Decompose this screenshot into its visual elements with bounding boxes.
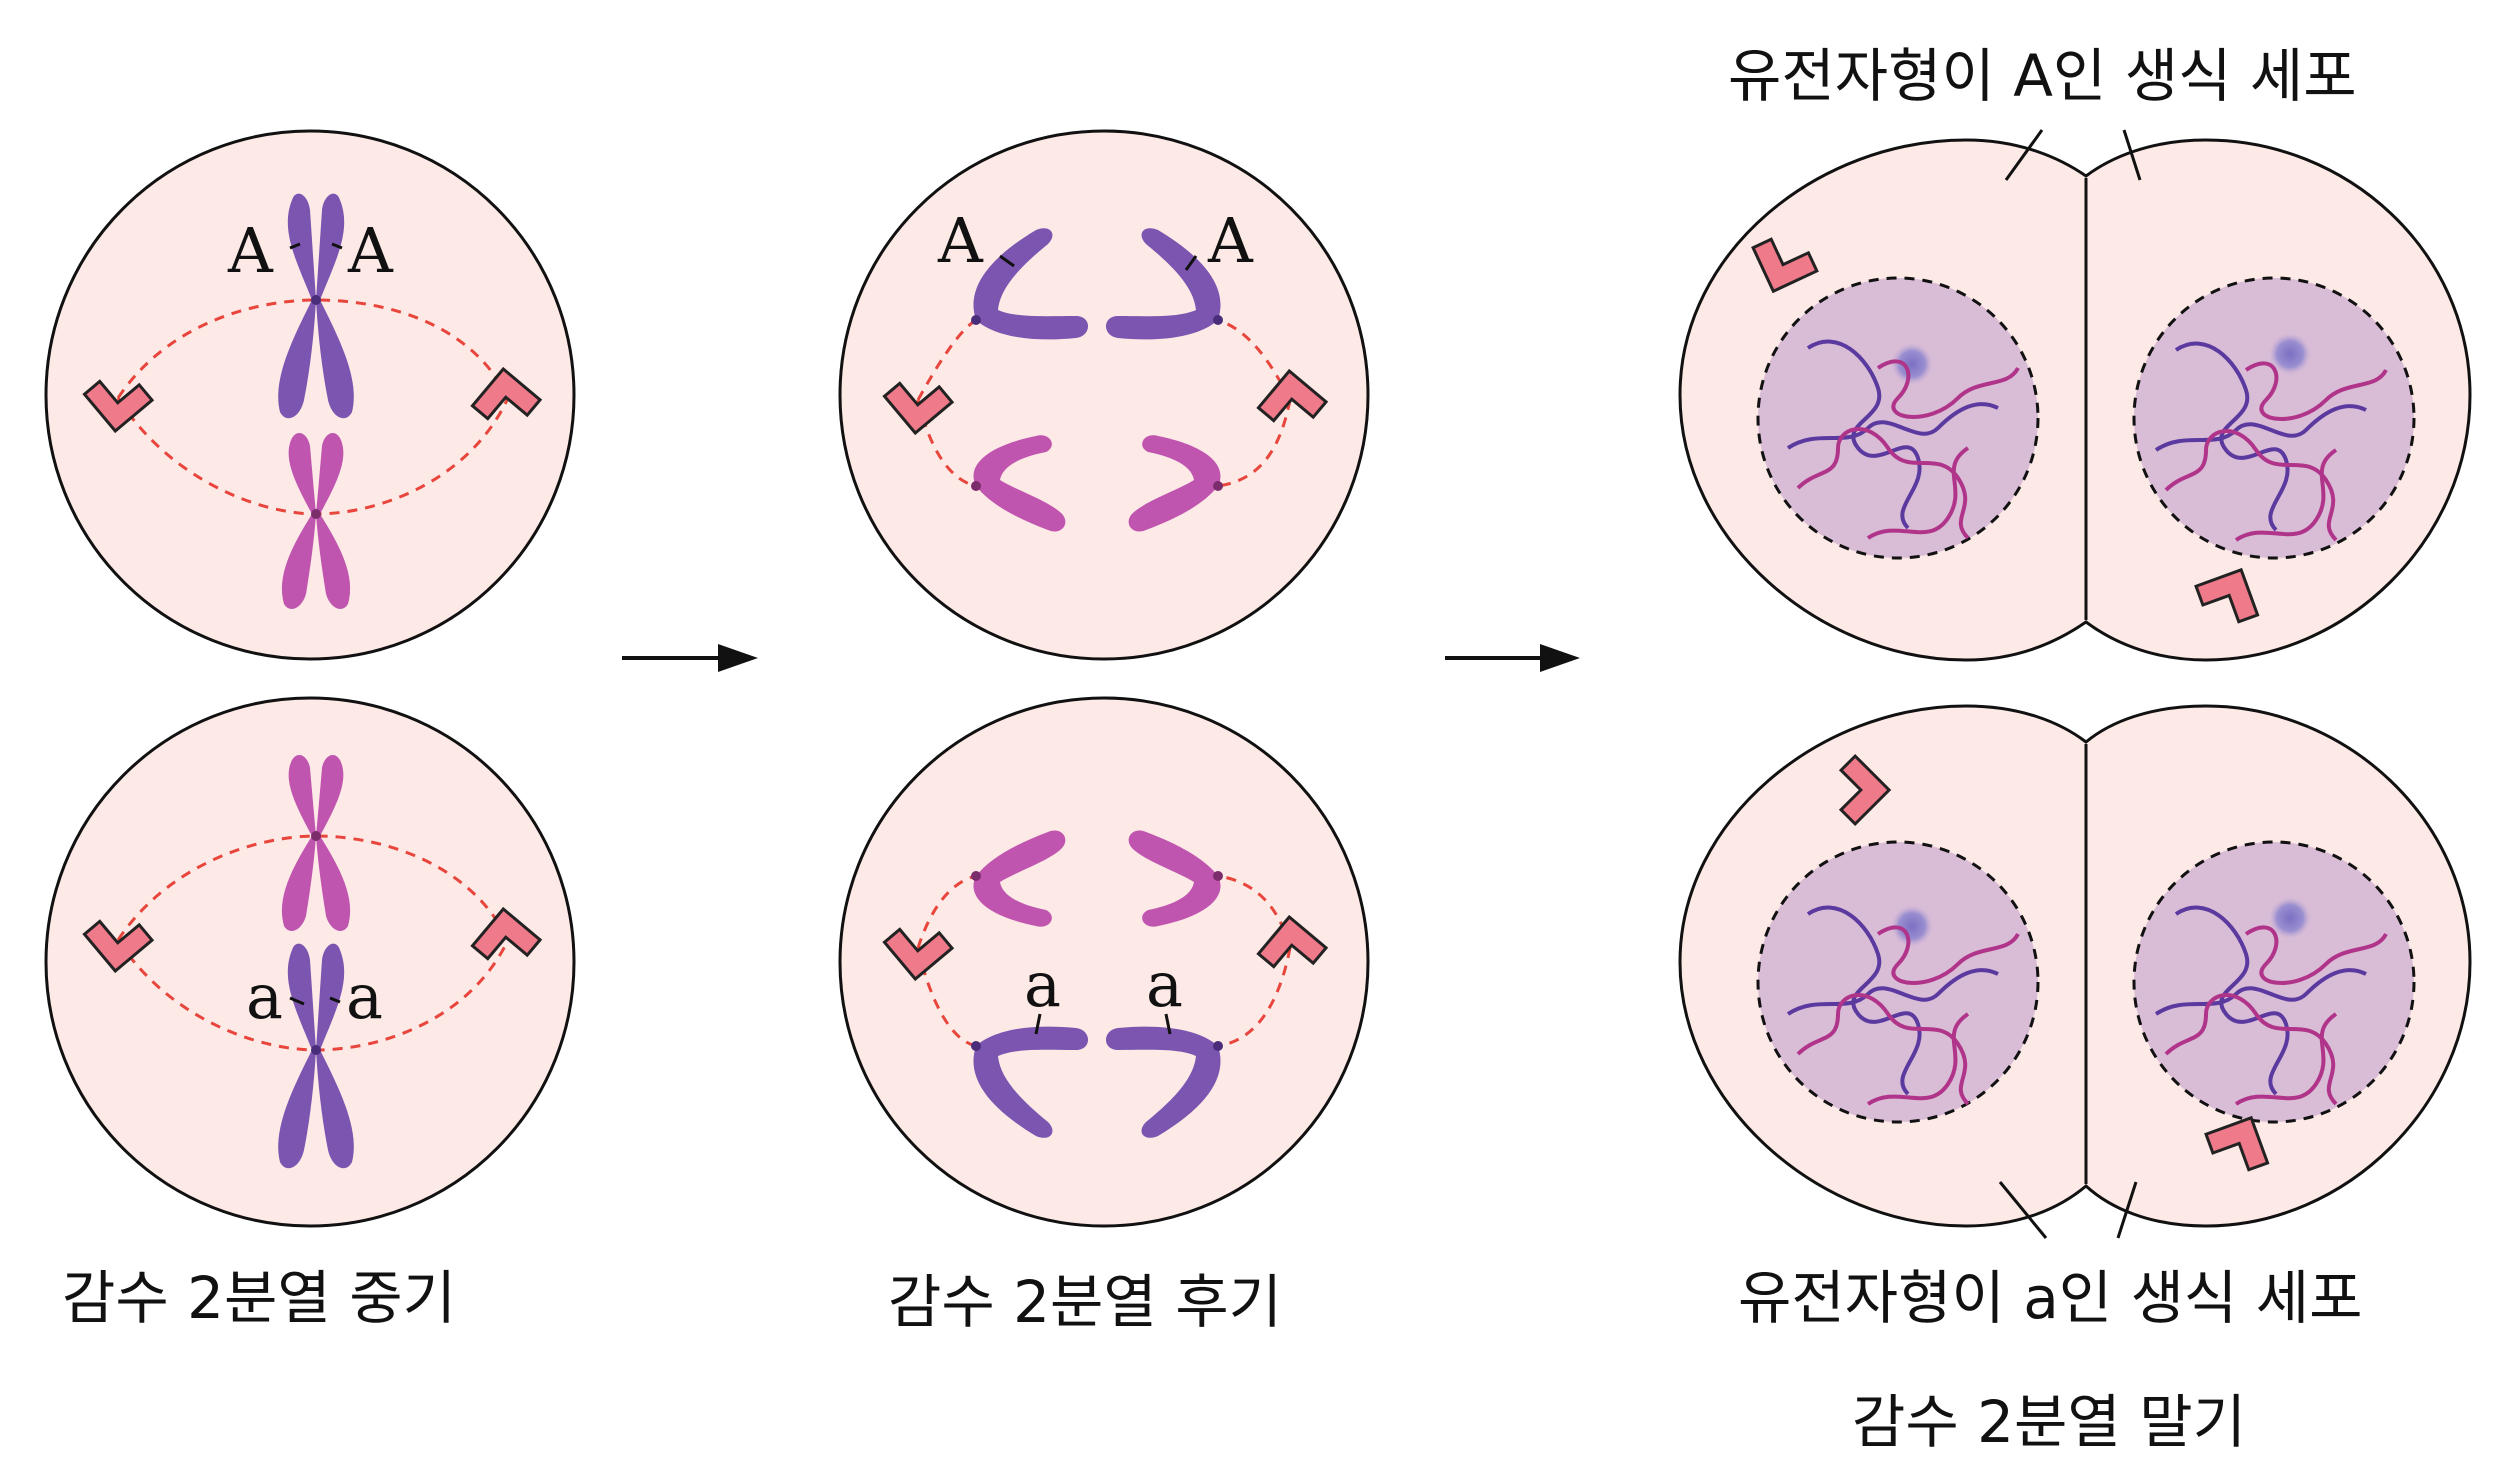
gene-a-right-metaphase: a: [346, 960, 383, 1033]
cell-label-genotype-A: 유전자형이 A인 생식 세포: [1728, 42, 2357, 110]
stage-label-metaphase2: 감수 2분열 중기: [62, 1264, 456, 1332]
stage-label-anaphase2: 감수 2분열 후기: [888, 1268, 1282, 1336]
gene-A-right-metaphase: A: [347, 214, 394, 287]
metaphase-cell-top: [44, 129, 576, 661]
gene-a-left-metaphase: a: [246, 960, 283, 1033]
gene-A-left-metaphase: A: [227, 214, 274, 287]
arrow-2: [1445, 644, 1580, 672]
telophase-cell-pair-bottom: [1678, 704, 2472, 1239]
arrow-1: [622, 644, 758, 672]
gene-A-right-anaphase: A: [1207, 204, 1254, 277]
gene-a-right-anaphase: a: [1146, 948, 1183, 1021]
metaphase-cell-bottom: [44, 696, 576, 1228]
gene-a-left-anaphase: a: [1024, 948, 1061, 1021]
stage-label-telophase2: 감수 2분열 말기: [1852, 1388, 2246, 1456]
anaphase-cell-bottom: [838, 696, 1370, 1228]
telophase-cell-pair-top: [1678, 129, 2472, 662]
gene-A-left-anaphase: A: [937, 204, 984, 277]
cell-label-genotype-a: 유전자형이 a인 생식 세포: [1738, 1264, 2362, 1332]
anaphase-cell-top: [838, 129, 1370, 661]
